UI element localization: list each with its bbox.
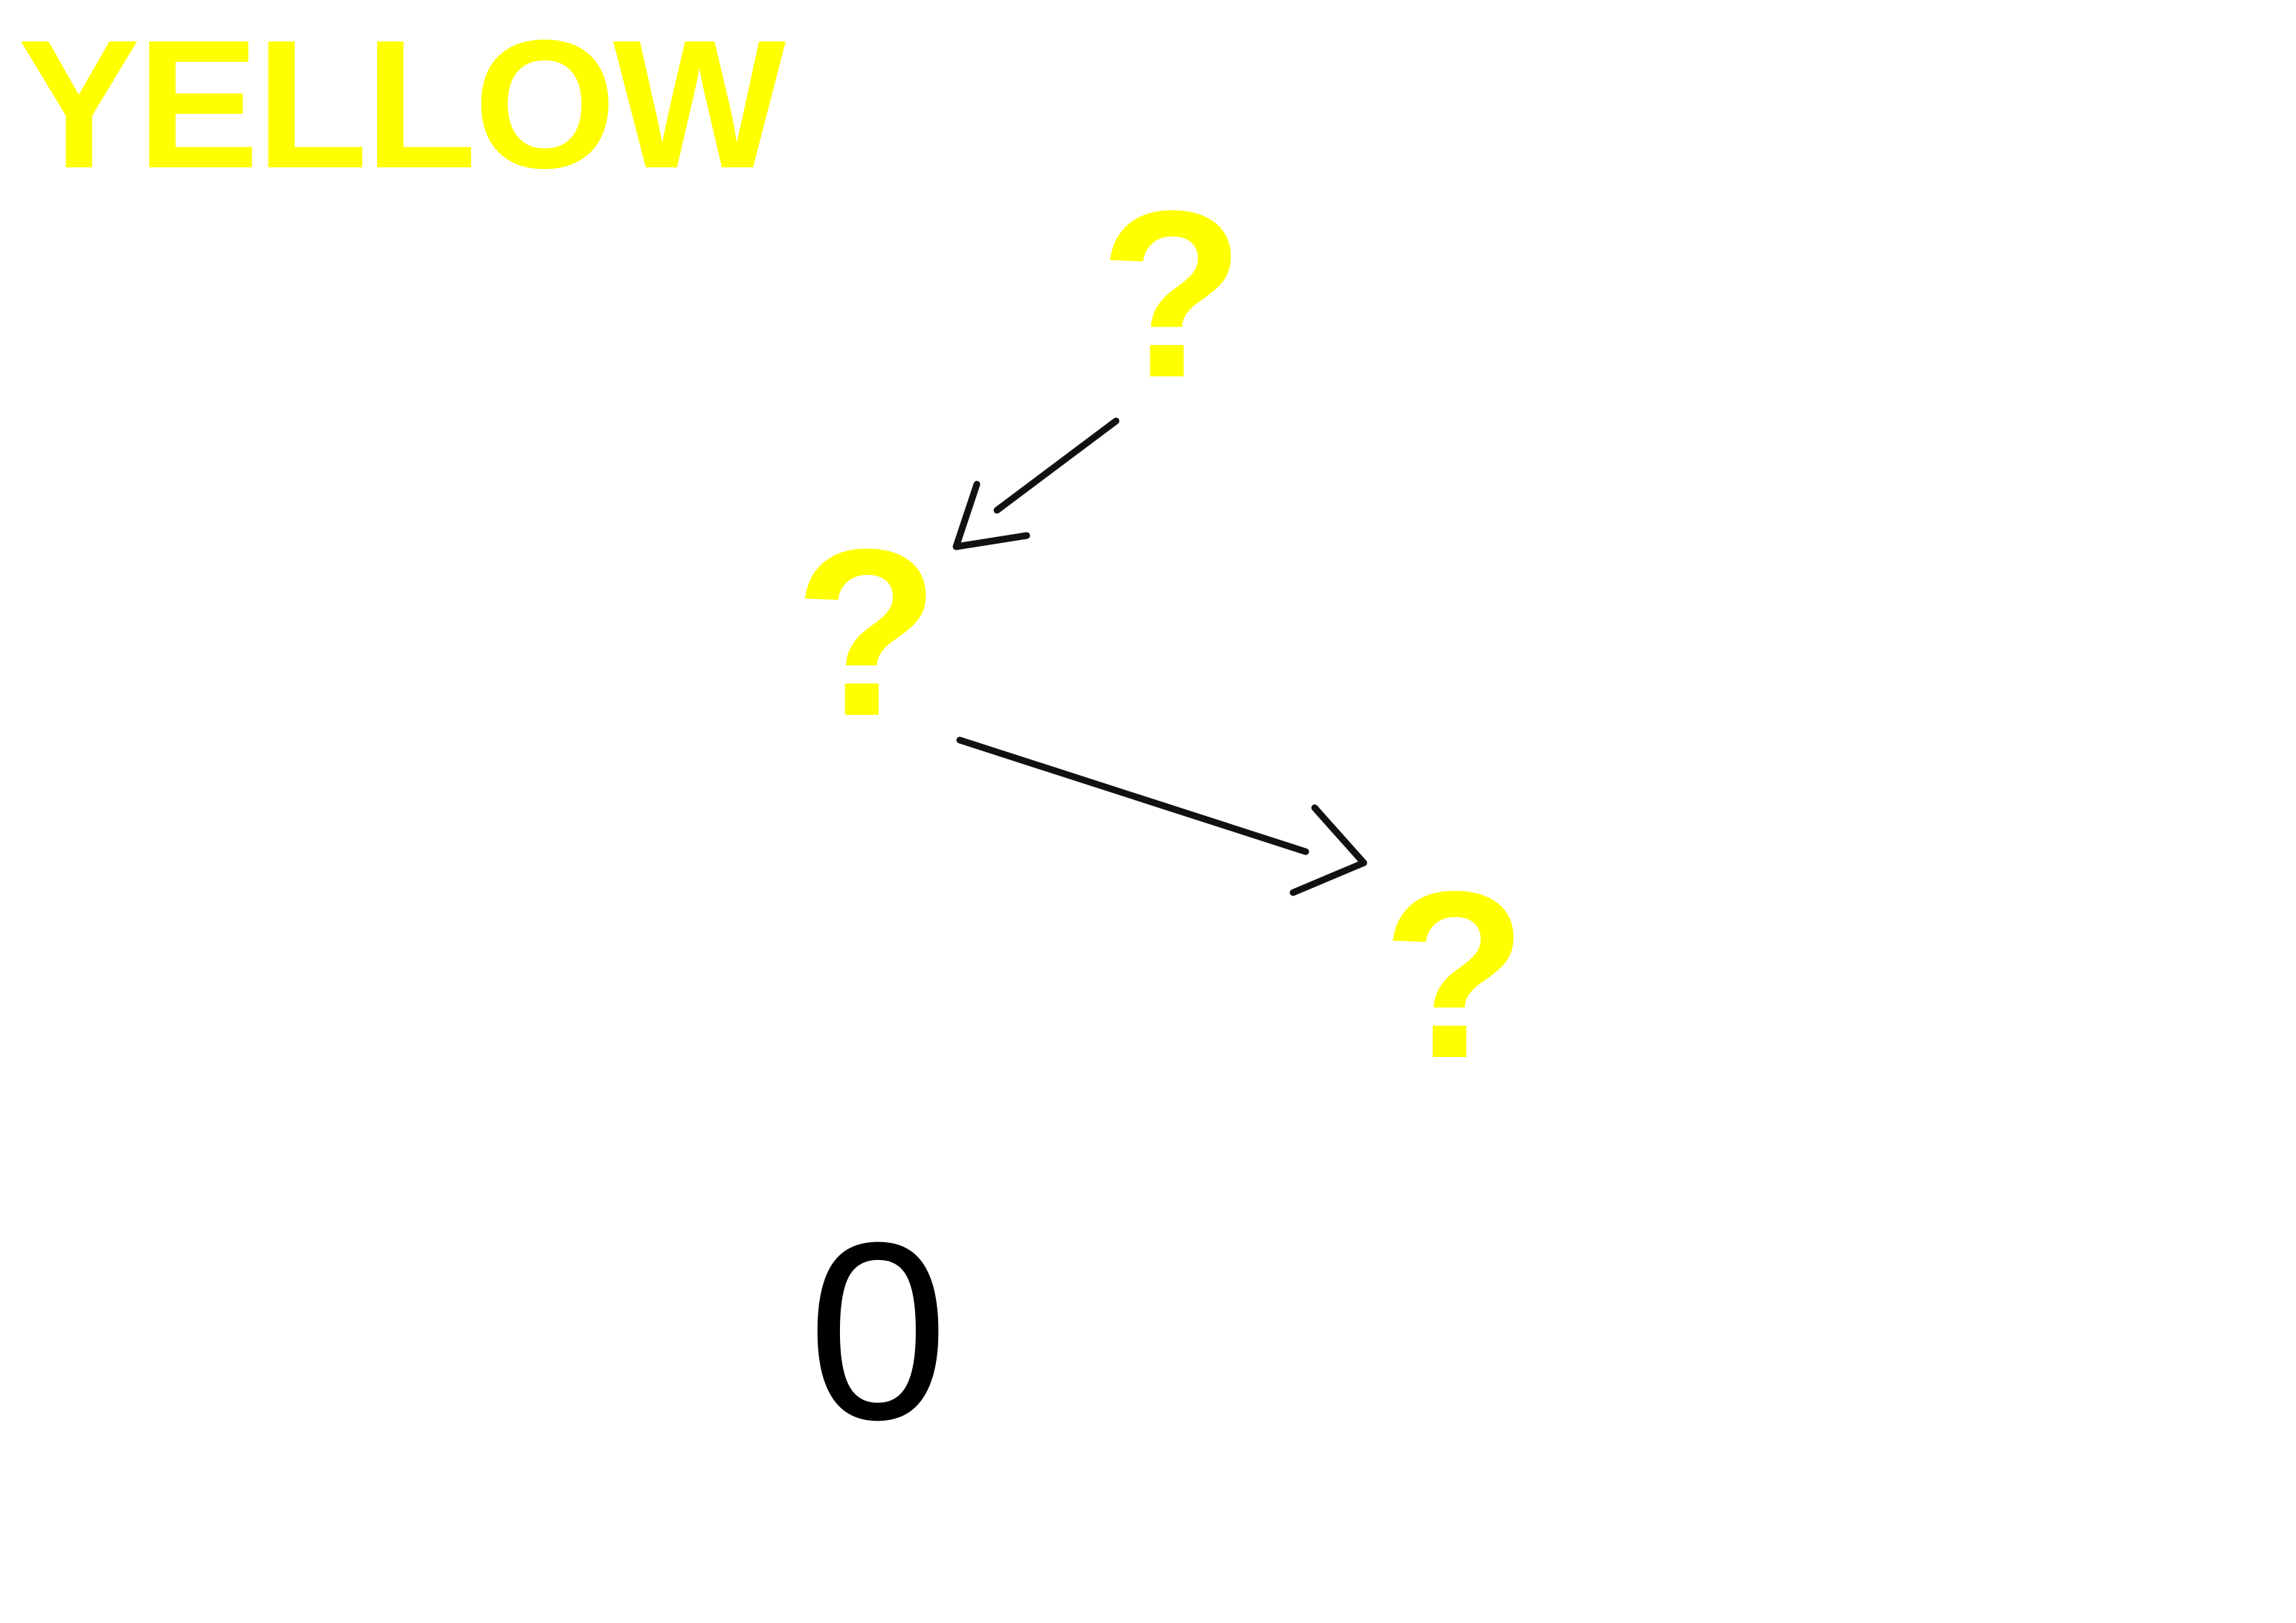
answer-digit: 0 [807,1190,949,1473]
arrow-top-to-middle [952,417,1120,550]
arrow-head [952,481,1030,550]
question-mark-right: ? [1382,841,1527,1108]
game-title: YELLOW [18,2,786,207]
arrow-shaft [993,417,1120,514]
arrow-head [1289,804,1367,896]
question-mark-top: ? [1099,161,1245,427]
question-mark-middle: ? [794,499,940,765]
arrow-middle-to-right [956,736,1367,896]
arrow-shaft [956,736,1309,855]
